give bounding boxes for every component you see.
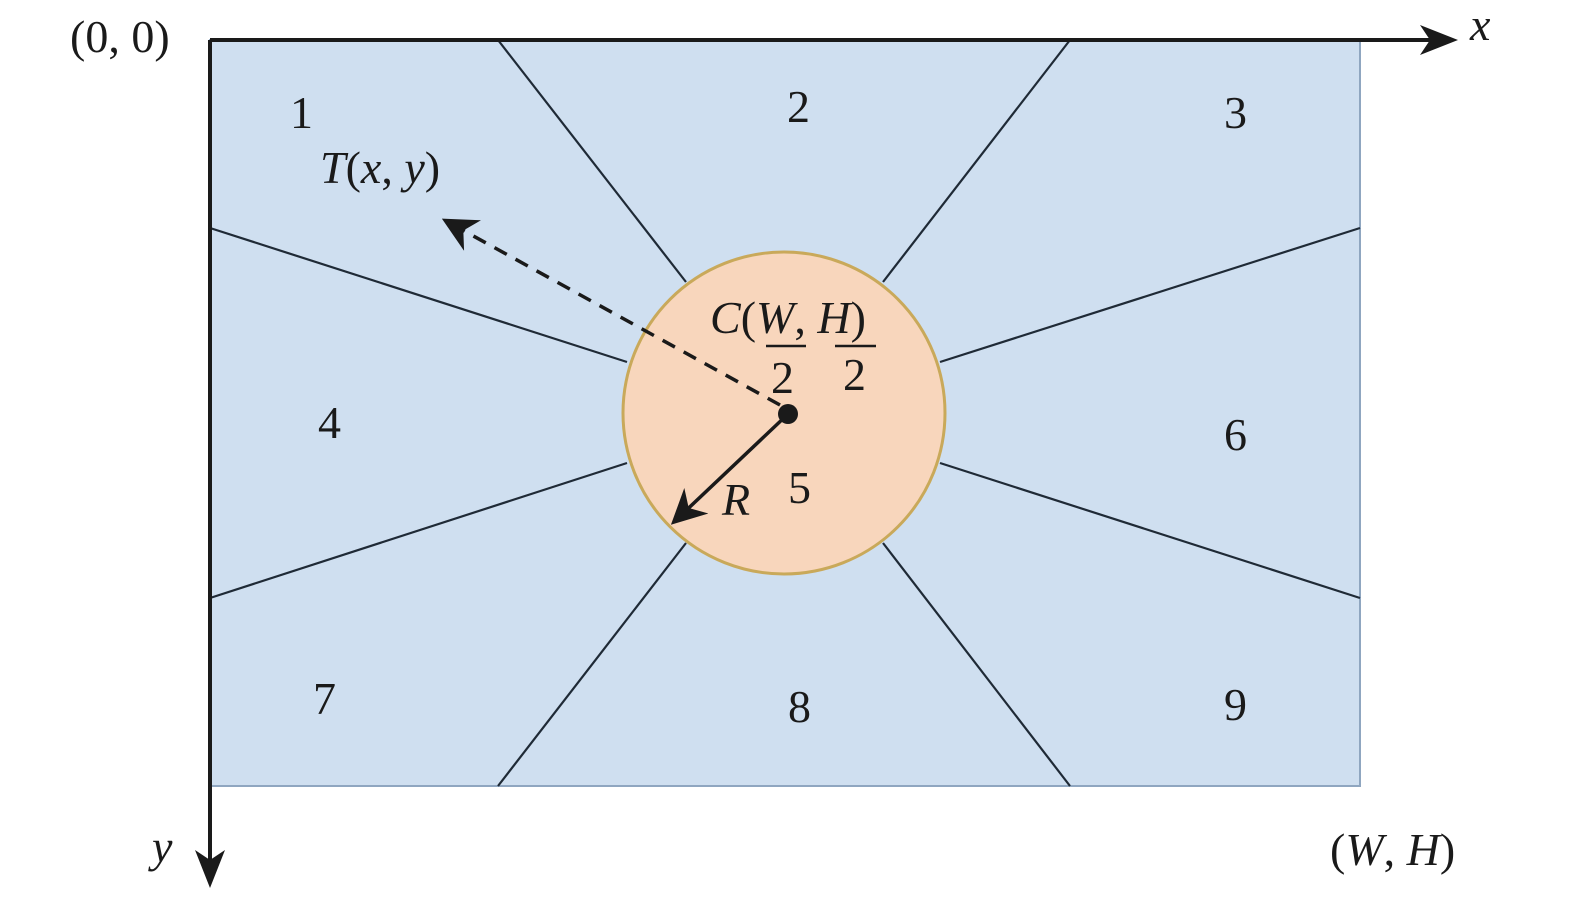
region-label-3: 3 xyxy=(1224,87,1247,138)
svg-text:C(W, H): C(W, H) xyxy=(710,292,866,343)
radius-label: R xyxy=(721,474,750,525)
region-dividers xyxy=(209,39,1361,787)
divider-8-9 xyxy=(882,542,1071,787)
corner-label: (W, H) xyxy=(1330,824,1455,875)
x-axis xyxy=(210,25,1458,55)
radius-arrow xyxy=(670,412,790,525)
origin-label: (0, 0) xyxy=(70,11,170,62)
center-denominator-h: 2 xyxy=(843,349,866,400)
divider-3-6 xyxy=(939,226,1361,364)
divider-4-7 xyxy=(209,461,628,600)
region-label-8: 8 xyxy=(788,681,811,732)
target-label: T(x, y) xyxy=(320,142,440,193)
center-label: C(W, H) 2 2 xyxy=(710,292,876,403)
x-axis-arrow-icon xyxy=(1420,25,1458,55)
y-axis xyxy=(195,40,225,888)
divider-7-8 xyxy=(497,542,687,787)
region-label-1: 1 xyxy=(290,87,313,138)
region-label-4: 4 xyxy=(318,397,341,448)
divider-1-2 xyxy=(497,39,687,283)
region-label-6: 6 xyxy=(1224,409,1247,460)
divider-1-4 xyxy=(209,226,628,364)
divider-2-3 xyxy=(882,39,1071,283)
center-point xyxy=(778,404,798,424)
y-axis-label: y xyxy=(148,821,173,872)
center-denominator-w: 2 xyxy=(771,352,794,403)
region-label-5: 5 xyxy=(788,462,811,513)
divider-6-9 xyxy=(939,461,1361,600)
region-label-9: 9 xyxy=(1224,679,1247,730)
region-label-7: 7 xyxy=(313,673,336,724)
y-axis-arrow-icon xyxy=(195,850,225,888)
x-axis-label: x xyxy=(1469,0,1491,50)
target-direction-arrow xyxy=(441,218,781,407)
region-label-2: 2 xyxy=(787,81,810,132)
